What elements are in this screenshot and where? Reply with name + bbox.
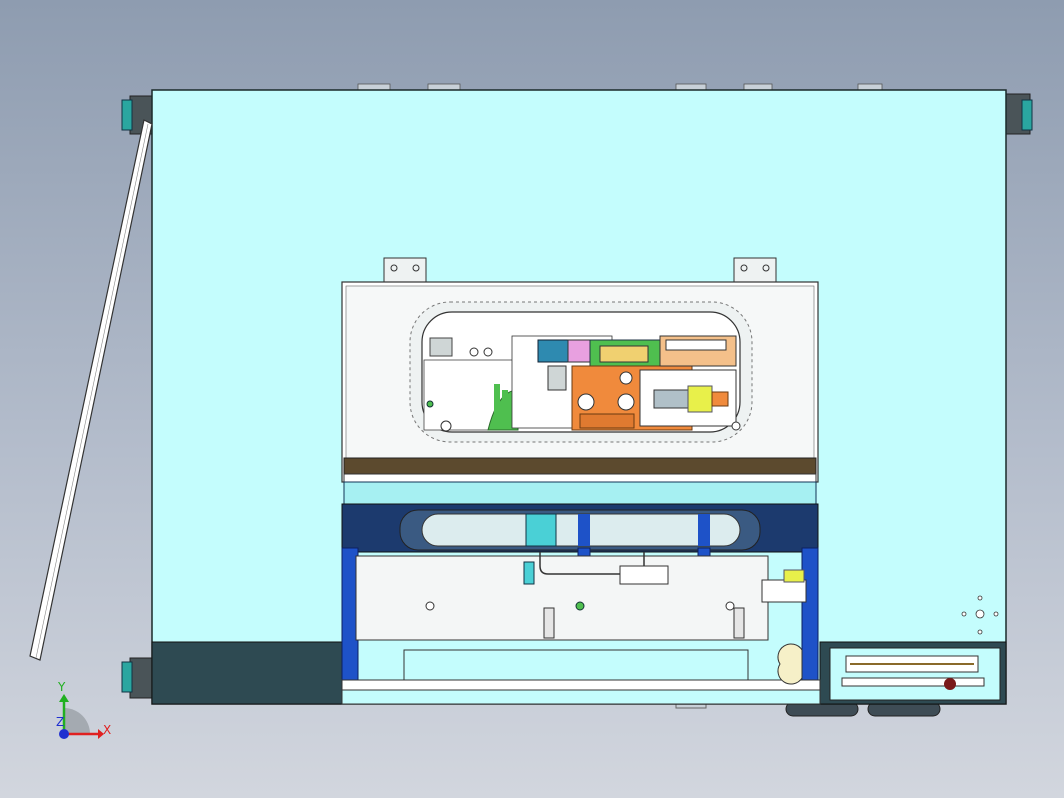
sliding-panel xyxy=(343,481,817,505)
side-strap xyxy=(29,119,153,661)
z-axis-dot xyxy=(59,729,69,739)
left-bottom-caster xyxy=(121,657,153,699)
machine-cabinet-model xyxy=(29,83,1033,717)
inner-plate xyxy=(355,552,807,641)
control-holes xyxy=(961,595,999,635)
y-axis-arrow xyxy=(59,694,69,702)
cabinet-base-left xyxy=(151,641,343,705)
right-top-caster xyxy=(1005,93,1033,135)
bottom-trough xyxy=(403,649,749,681)
axis-triad: X Y Z xyxy=(56,680,111,739)
drawer-panel xyxy=(829,647,1001,701)
y-axis-label: Y xyxy=(57,680,66,694)
z-axis-label: Z xyxy=(56,715,64,729)
lower-frame xyxy=(341,503,819,553)
x-axis-arrow xyxy=(98,729,104,739)
bottom-feet xyxy=(675,701,941,717)
round-cover xyxy=(777,643,803,685)
x-axis-label: X xyxy=(103,723,111,737)
viewing-window xyxy=(409,301,753,443)
door-bottom-strip xyxy=(343,457,817,475)
top-mount-bumps xyxy=(357,83,883,91)
triad-arc xyxy=(64,708,90,734)
